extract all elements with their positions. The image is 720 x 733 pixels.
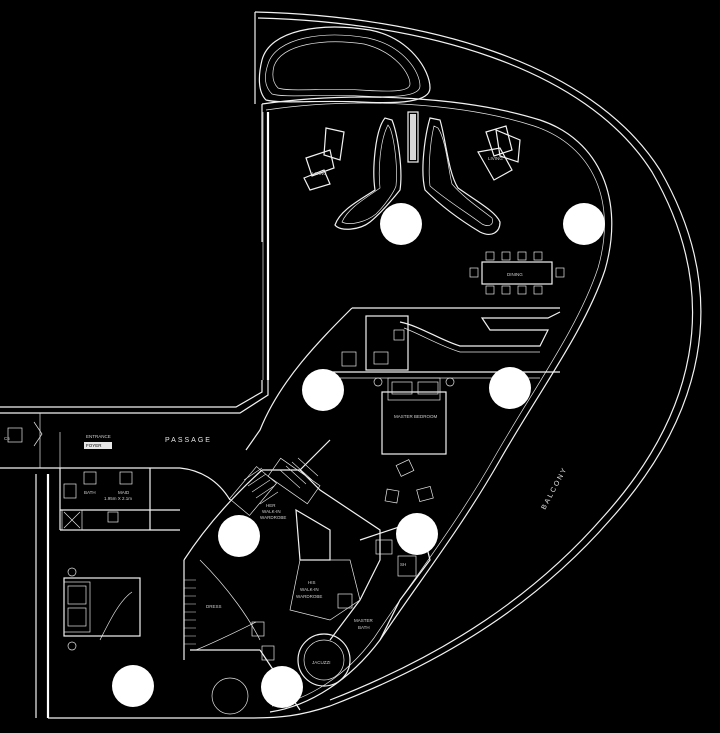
outer-walls: [0, 11, 702, 719]
passage-label: PASSAGE: [165, 437, 212, 444]
living-left-label: LIVING: [312, 171, 327, 176]
master-bath-label-2: BATH: [358, 625, 370, 630]
her-walkin-label-1: HER: [266, 503, 276, 508]
marker-her-wardrobe: [218, 515, 260, 557]
his-walkin-label-1: HIS: [308, 580, 316, 585]
left-bedroom-zone: BATH MAID 1.95m X 2.1m: [59, 467, 231, 651]
marker-left-bedroom: [112, 665, 154, 707]
dress-label: DRESS: [206, 604, 222, 609]
bath-label: BATH: [84, 490, 96, 495]
c5-label: C5: [4, 436, 10, 441]
his-walkin-label-3: WARDROBE: [296, 594, 322, 599]
marker-bedroom-left: [302, 369, 344, 411]
balcony-label: BALCONY: [541, 466, 569, 511]
marker-living-right: [563, 203, 605, 245]
master-bedroom-label: MASTER BEDROOM: [394, 414, 438, 419]
her-walkin-label-2: WALK-IN: [262, 509, 281, 514]
marker-dress: [261, 666, 303, 708]
passage-zone: C5 ENTRANCE FOYER PASSAGE: [4, 421, 212, 468]
sh-label: SH: [400, 562, 406, 567]
dining-chairs: [469, 251, 565, 295]
maid-label-1: MAID: [118, 490, 130, 495]
foyer-label: FOYER: [86, 443, 102, 448]
dining-label: DINING: [507, 272, 523, 277]
jacuzzi-label: JACUZZI: [312, 660, 331, 665]
marker-bedroom-right: [489, 367, 531, 409]
entrance-label: ENTRANCE: [86, 434, 111, 439]
living-right-label: LIVING: [488, 156, 503, 161]
top-pool: [258, 26, 431, 104]
marker-master-bath: [396, 513, 438, 555]
living-furniture: LIVING LIVING DINING: [303, 111, 565, 353]
her-walkin-label-3: WARDROBE: [260, 515, 286, 520]
marker-living-center: [380, 203, 422, 245]
maid-label-2: 1.95m X 2.1m: [104, 496, 132, 501]
wardrobe-zone: HER WALK-IN WARDROBE HIS WALK-IN WARDROB…: [183, 439, 431, 715]
master-bedroom-walls: MASTER BEDROOM: [245, 307, 560, 504]
markers: [112, 203, 605, 708]
his-walkin-label-2: WALK-IN: [300, 587, 319, 592]
master-bath-label-1: MASTER: [354, 618, 374, 623]
